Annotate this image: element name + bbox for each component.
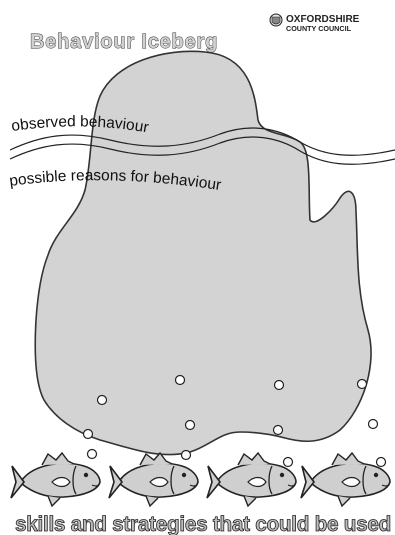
bubble-icon	[186, 421, 195, 430]
bubble-icon	[284, 458, 293, 467]
council-logo: OXFORDSHIRE COUNTY COUNCIL	[270, 14, 360, 33]
bubble-icon	[358, 380, 367, 389]
bubble-icon	[182, 451, 191, 460]
bubble-icon	[275, 381, 284, 390]
iceberg-body	[35, 51, 371, 454]
council-crest-icon	[270, 14, 282, 26]
fish-icon	[109, 453, 198, 506]
bubble-icon	[274, 426, 283, 435]
observed-behaviour-label: observed behaviour	[10, 113, 150, 136]
fish-icon	[207, 453, 296, 506]
bubble-icon	[88, 450, 97, 459]
bubble-icon	[84, 430, 93, 439]
fish-icon	[11, 453, 100, 506]
logo-line-2: COUNTY COUNCIL	[286, 24, 352, 33]
bubble-icon	[176, 376, 185, 385]
worksheet-title: Behaviour Iceberg	[30, 31, 218, 53]
bubble-icon	[377, 458, 386, 467]
bubble-icon	[98, 396, 107, 405]
bubble-icon	[369, 420, 378, 429]
skills-strategies-label: skills and strategies that could be used	[15, 513, 391, 535]
